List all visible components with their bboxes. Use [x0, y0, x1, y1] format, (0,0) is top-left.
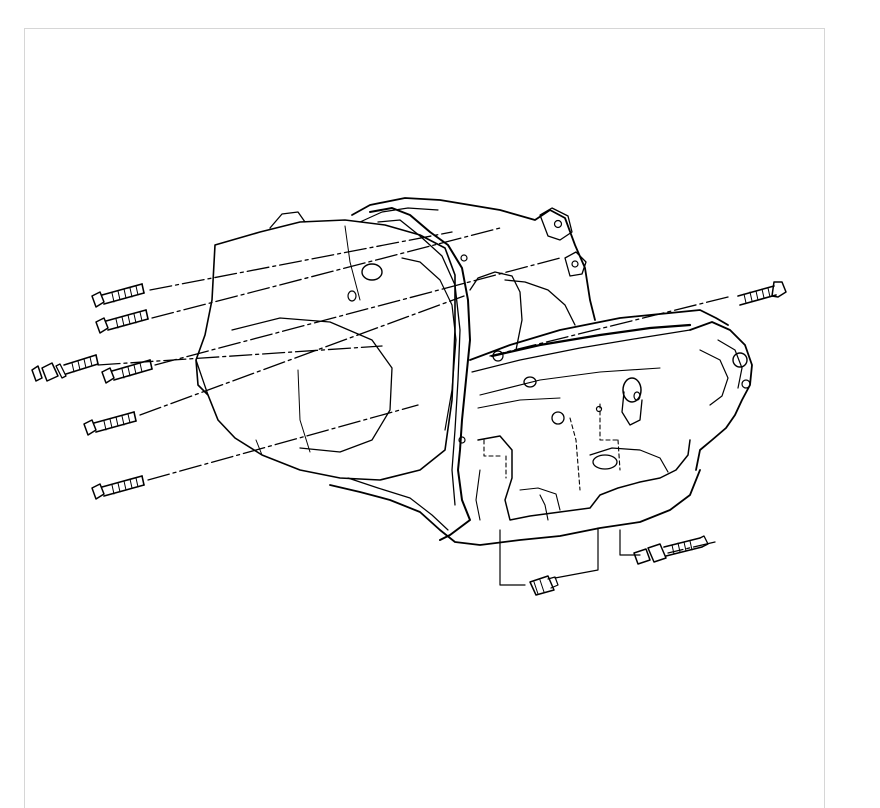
- bolt-center-lines: [97, 227, 729, 554]
- bolt-lower-left-2: [91, 475, 145, 500]
- flange-bolt-left: [31, 354, 99, 382]
- bolt-lower-right-flange: [633, 535, 709, 565]
- bolt-lower-left-1: [83, 411, 137, 436]
- bolt-upper-left-2: [95, 309, 149, 334]
- bolt-middle-left: [101, 359, 153, 384]
- bolt-right-side: [737, 281, 787, 306]
- bolt-upper-left-1: [91, 283, 145, 308]
- lower-bolt-leaders: [499, 527, 641, 586]
- diagram-frame: [24, 28, 825, 808]
- bolt-lower-pan: [529, 575, 559, 596]
- transmission-case: [195, 197, 753, 546]
